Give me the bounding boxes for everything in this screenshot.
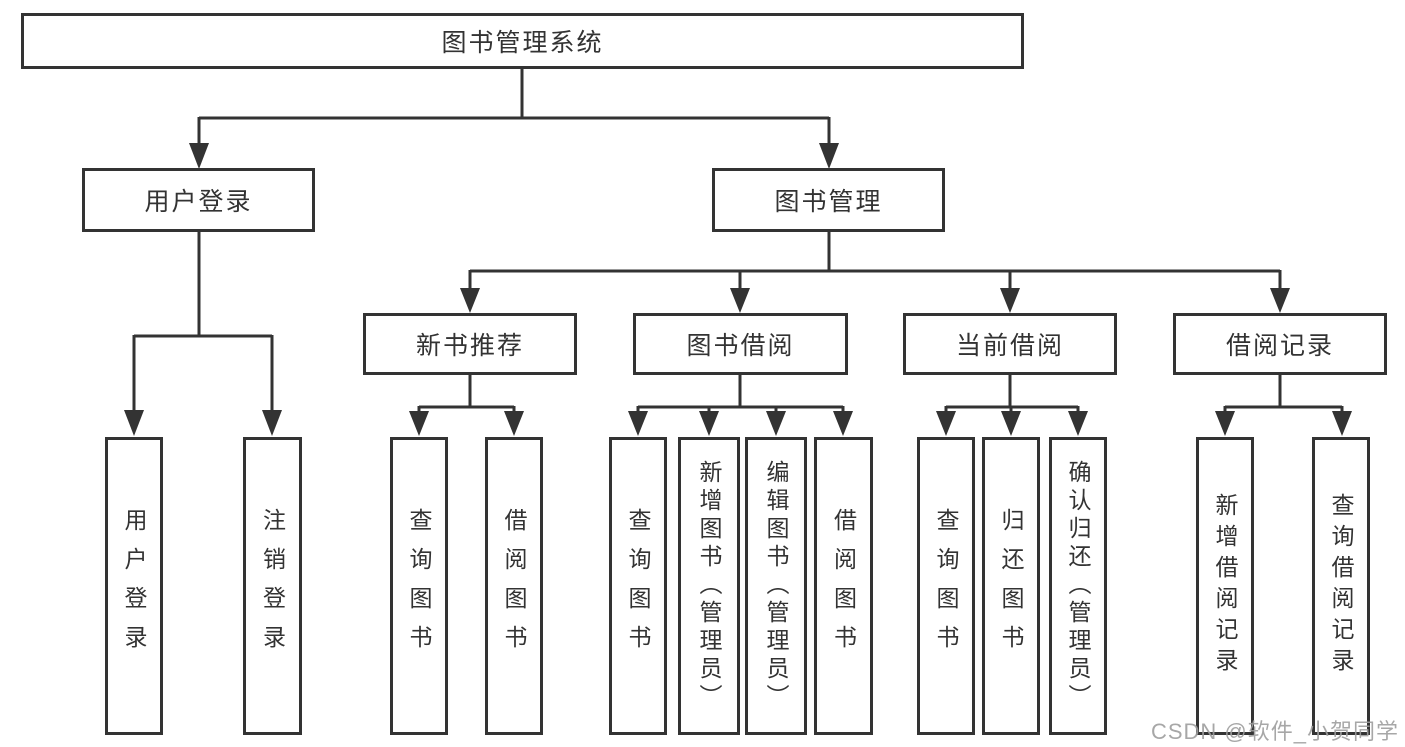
leaf-label: 借阅图书 bbox=[830, 508, 857, 664]
leaf-query-borrow-record: 查询借阅记录 bbox=[1312, 437, 1370, 735]
leaf-label: 确认归还（管理员） bbox=[1065, 460, 1091, 712]
arrow-down-icon bbox=[124, 410, 144, 436]
node-new-book-recommendation: 新书推荐 bbox=[363, 313, 577, 375]
node-label: 用户登录 bbox=[144, 188, 253, 216]
leaf-user-login: 用户登录 bbox=[105, 437, 163, 735]
leaf-query-books-current: 查询图书 bbox=[917, 437, 975, 735]
leaf-label: 用户登录 bbox=[121, 508, 147, 664]
arrow-down-icon bbox=[730, 288, 750, 313]
arrow-down-icon bbox=[819, 143, 839, 169]
leaf-label: 查询图书 bbox=[625, 508, 651, 664]
node-user-login-branch: 用户登录 bbox=[82, 168, 315, 232]
leaf-label: 借阅图书 bbox=[501, 508, 527, 664]
arrow-down-icon bbox=[1270, 288, 1290, 313]
leaf-label: 新增图书（管理员） bbox=[696, 460, 722, 712]
node-label: 图书管理系统 bbox=[441, 29, 604, 57]
arrow-down-icon bbox=[504, 411, 524, 436]
arrow-down-icon bbox=[409, 411, 429, 436]
node-library-management-system: 图书管理系统 bbox=[21, 13, 1024, 69]
leaf-label: 注销登录 bbox=[259, 508, 286, 664]
arrow-down-icon bbox=[699, 411, 719, 436]
node-label: 图书管理 bbox=[774, 188, 883, 216]
arrow-down-icon bbox=[766, 411, 786, 436]
arrow-down-icon bbox=[936, 411, 956, 436]
leaf-label: 归还图书 bbox=[998, 508, 1024, 664]
arrow-down-icons bbox=[124, 143, 1352, 436]
leaf-confirm-return-admin: 确认归还（管理员） bbox=[1049, 437, 1107, 735]
leaf-logout: 注销登录 bbox=[243, 437, 302, 735]
leaf-return-books: 归还图书 bbox=[982, 437, 1040, 735]
arrow-down-icon bbox=[628, 411, 648, 436]
leaf-query-books-borrowing: 查询图书 bbox=[609, 437, 667, 735]
node-current-borrowing: 当前借阅 bbox=[903, 313, 1117, 375]
arrow-down-icon bbox=[1001, 411, 1021, 436]
leaf-label: 新增借阅记录 bbox=[1212, 493, 1238, 679]
arrow-down-icon bbox=[262, 410, 282, 436]
arrow-down-icon bbox=[189, 143, 209, 169]
leaf-edit-book-admin: 编辑图书（管理员） bbox=[745, 437, 807, 735]
leaf-add-borrow-record: 新增借阅记录 bbox=[1196, 437, 1254, 735]
node-book-management: 图书管理 bbox=[712, 168, 945, 232]
arrow-down-icon bbox=[1215, 411, 1235, 436]
leaf-label: 编辑图书（管理员） bbox=[763, 460, 789, 712]
leaf-label: 查询借阅记录 bbox=[1328, 493, 1354, 679]
csdn-watermark: CSDN @软件_小贺同学 bbox=[1150, 719, 1399, 744]
leaf-add-book-admin: 新增图书（管理员） bbox=[678, 437, 740, 735]
leaf-query-books-recommend: 查询图书 bbox=[390, 437, 448, 735]
leaf-label: 查询图书 bbox=[933, 508, 959, 664]
node-label: 新书推荐 bbox=[415, 332, 524, 360]
node-borrowing-records: 借阅记录 bbox=[1173, 313, 1387, 375]
leaf-borrow-books-recommend: 借阅图书 bbox=[485, 437, 543, 735]
arrow-down-icon bbox=[1068, 411, 1088, 436]
node-label: 当前借阅 bbox=[955, 332, 1064, 360]
arrow-down-icon bbox=[833, 411, 853, 436]
leaf-label: 查询图书 bbox=[406, 508, 432, 664]
node-label: 借阅记录 bbox=[1225, 332, 1334, 360]
arrow-down-icon bbox=[460, 288, 480, 313]
node-book-borrowing: 图书借阅 bbox=[633, 313, 848, 375]
arrow-down-icon bbox=[1332, 411, 1352, 436]
arrow-down-icon bbox=[1000, 288, 1020, 313]
leaf-borrow-books-borrowing: 借阅图书 bbox=[814, 437, 873, 735]
node-label: 图书借阅 bbox=[686, 332, 795, 360]
